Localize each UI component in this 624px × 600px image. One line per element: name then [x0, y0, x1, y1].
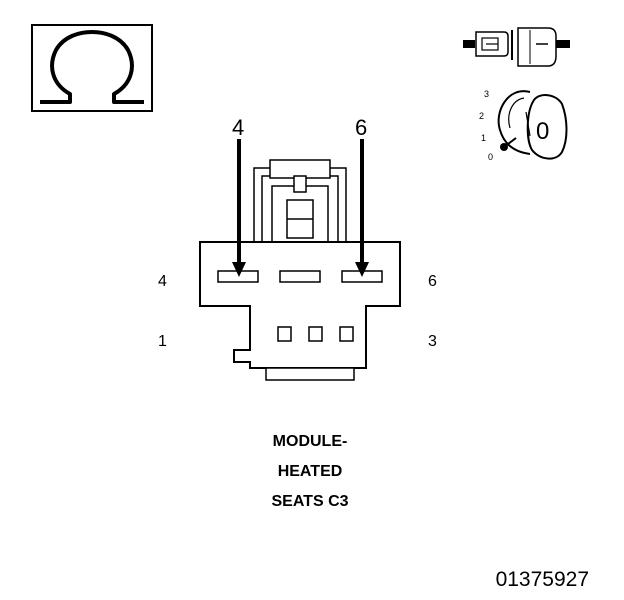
meter-scale-3: 3	[484, 89, 489, 99]
probe-connector-icon	[463, 27, 570, 67]
document-id: 01375927	[496, 568, 589, 591]
connector-title-line-1: MODULE-	[273, 433, 348, 450]
pin-label-top-left: 4	[158, 273, 167, 290]
cavity-2	[308, 326, 323, 342]
arrow-label-right: 6	[355, 115, 367, 140]
pin-arrow-right	[355, 139, 369, 277]
meter-scale-2: 2	[479, 111, 484, 121]
meter-scale-1: 1	[481, 133, 486, 143]
pin-label-bottom-left: 1	[158, 333, 167, 350]
meter-scale-0: 0	[488, 152, 493, 162]
ohm-symbol-box	[31, 24, 153, 112]
cavity-5	[279, 270, 321, 283]
ohm-icon	[40, 30, 144, 104]
pin-label-bottom-right: 3	[428, 333, 437, 350]
pin-arrow-left	[232, 139, 246, 277]
connector-body	[199, 159, 401, 381]
cavity-3	[339, 326, 354, 342]
meter-display-value: 0	[536, 118, 549, 145]
connector-title-line-2: HEATED	[278, 463, 343, 480]
cavity-1	[277, 326, 292, 342]
connector-title-line-3: SEATS C3	[271, 493, 348, 510]
arrow-label-left: 4	[232, 115, 244, 140]
pin-label-top-right: 6	[428, 273, 437, 290]
meter-dial-icon: 3 2 1 0 0	[479, 89, 568, 162]
